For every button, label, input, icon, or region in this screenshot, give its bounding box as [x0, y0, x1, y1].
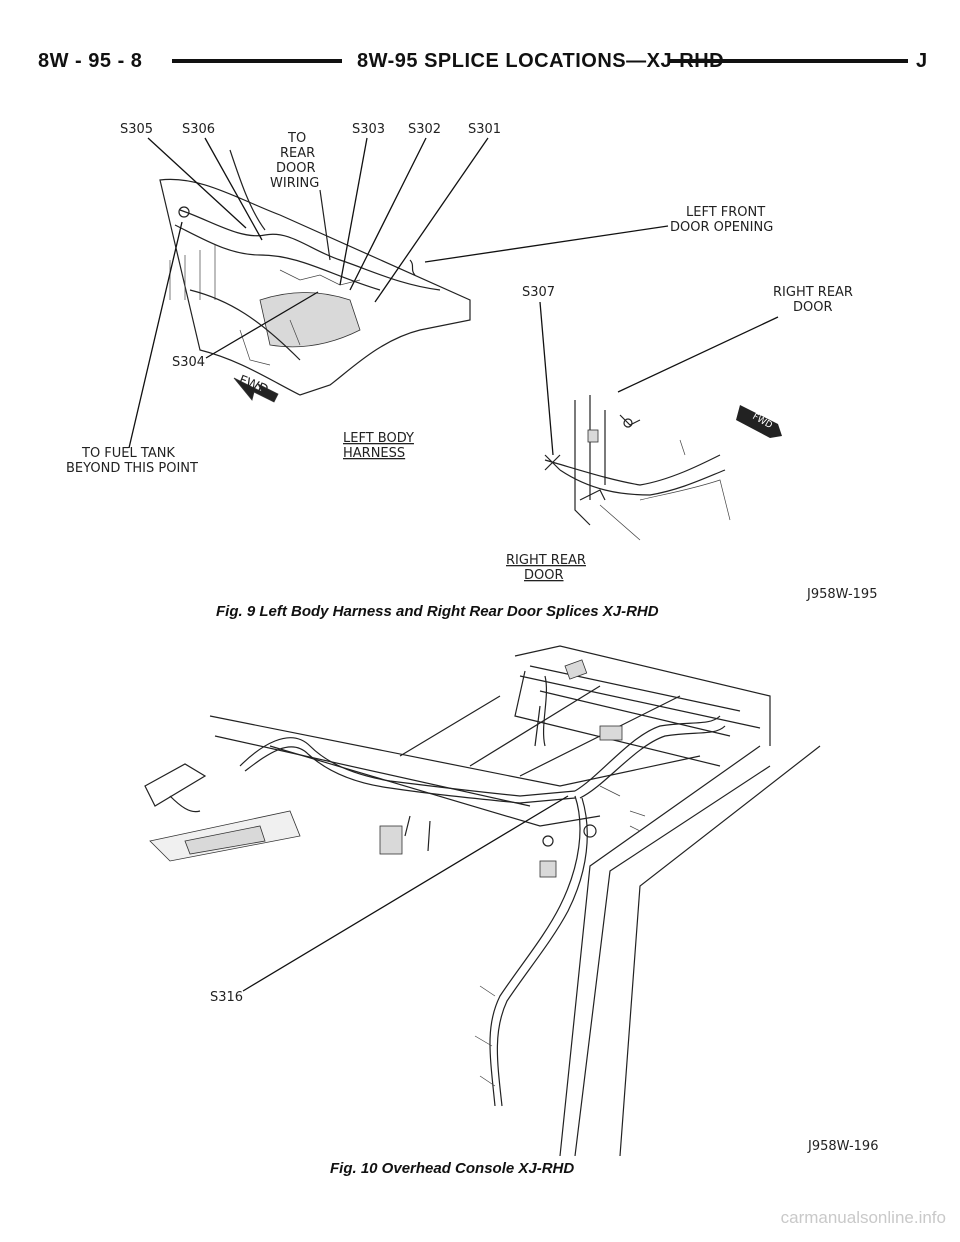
- label-left-body-harness-1: LEFT BODY: [343, 431, 414, 446]
- label-to-rear-door-3: DOOR: [276, 161, 316, 176]
- overhead-console-illustration: [144, 645, 821, 1156]
- fwd-arrow-left: FWD: [233, 373, 279, 403]
- header-rule-left: [172, 59, 342, 63]
- label-s303: S303: [352, 122, 385, 137]
- right-rear-door-illustration: [544, 395, 731, 541]
- section-title: 8W-95 SPLICE LOCATIONS—XJ-RHD: [357, 50, 725, 72]
- label-left-front-door-1: LEFT FRONT: [686, 205, 765, 220]
- label-to-rear-door-1: TO: [287, 131, 306, 146]
- label-s306: S306: [182, 122, 215, 137]
- label-right-rear-door-callout-1: RIGHT REAR: [773, 285, 853, 300]
- label-s305: S305: [120, 122, 153, 137]
- leader-s316: [242, 795, 569, 992]
- figure-9-ref: J958W-195: [806, 587, 877, 602]
- figure-10-ref: J958W-196: [807, 1139, 878, 1154]
- label-s316: S316: [210, 990, 243, 1005]
- label-left-front-door-2: DOOR OPENING: [670, 220, 773, 235]
- figure-10-caption: Fig. 10 Overhead Console XJ-RHD: [330, 1160, 575, 1177]
- watermark: carmanualsonline.info: [780, 1208, 946, 1227]
- label-s301: S301: [468, 122, 501, 137]
- label-s304: S304: [172, 355, 205, 370]
- label-left-body-harness-2: HARNESS: [343, 446, 405, 461]
- label-to-fuel-tank-2: BEYOND THIS POINT: [66, 461, 198, 476]
- label-to-rear-door-2: REAR: [280, 146, 315, 161]
- label-right-rear-door-callout-2: DOOR: [793, 300, 833, 315]
- left-body-harness-illustration: [159, 149, 471, 396]
- label-to-fuel-tank-1: TO FUEL TANK: [81, 446, 175, 461]
- figure-9-caption: Fig. 9 Left Body Harness and Right Rear …: [216, 603, 659, 620]
- figure-10-diagram: S316 J958W-196: [144, 645, 878, 1156]
- page-number: 8W - 95 - 8: [38, 50, 143, 72]
- label-s302: S302: [408, 122, 441, 137]
- figure-9-leaders: [128, 137, 779, 456]
- section-letter: J: [916, 50, 928, 72]
- label-right-rear-door-title-1: RIGHT REAR: [506, 553, 586, 568]
- header-rule-right: [668, 59, 908, 63]
- label-s307: S307: [522, 285, 555, 300]
- figure-9-diagram: FWD FWD S305 S306 TO REAR DOOR WIRING S3…: [66, 122, 877, 602]
- label-right-rear-door-title-2: DOOR: [524, 568, 564, 583]
- fwd-arrow-right: FWD: [736, 405, 782, 438]
- page-header: 8W - 95 - 8 8W-95 SPLICE LOCATIONS—XJ-RH…: [0, 0, 960, 120]
- label-to-rear-door-4: WIRING: [270, 176, 319, 191]
